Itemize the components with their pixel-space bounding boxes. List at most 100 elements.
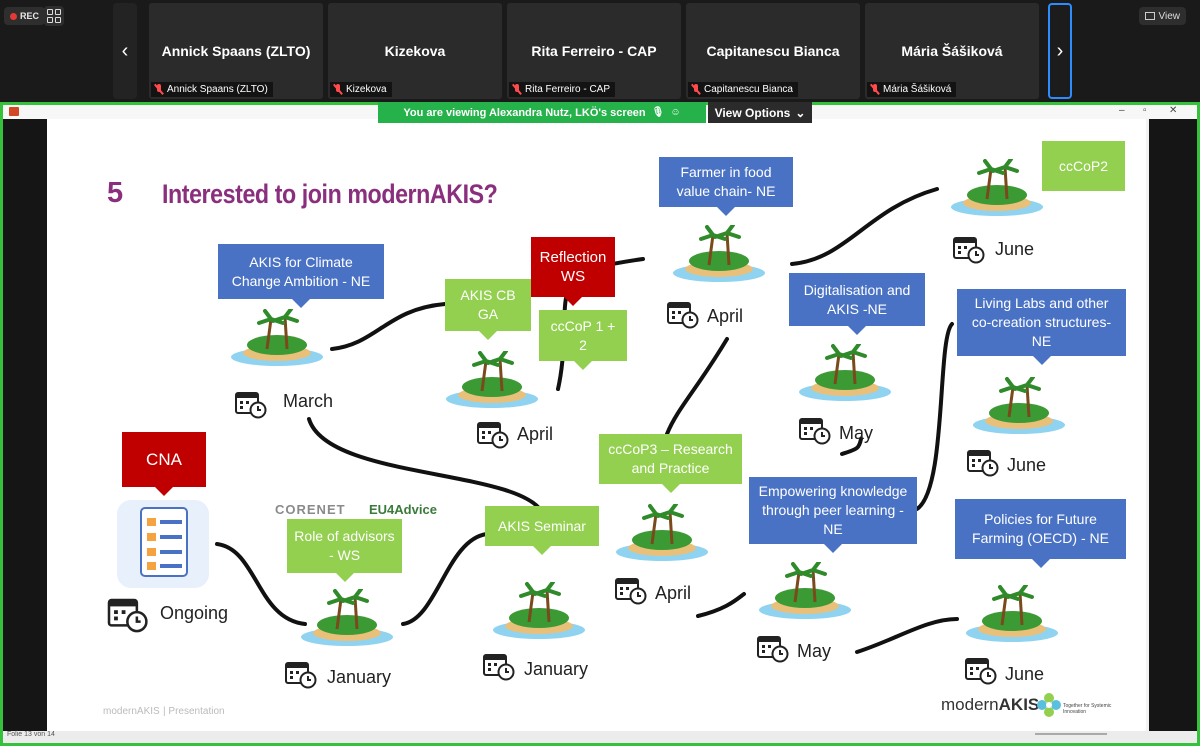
viewing-banner: You are viewing Alexandra Nutz, LKÖ's sc… bbox=[378, 102, 706, 123]
participant-label-text: Kizekova bbox=[346, 84, 387, 95]
month-label: April bbox=[655, 583, 692, 603]
calendar-clock-icon bbox=[967, 450, 999, 477]
letterbox-right bbox=[1149, 119, 1197, 731]
maximize-icon: ▫ bbox=[1143, 105, 1147, 116]
euadvice-logo: EU4Advice bbox=[369, 502, 437, 517]
month-label: June bbox=[1005, 664, 1045, 684]
participant-name: Kizekova bbox=[384, 43, 446, 59]
box-living-labs: Living Labs and other co-creation struct… bbox=[957, 289, 1126, 365]
island-icon bbox=[966, 585, 1058, 642]
checklist-icon bbox=[140, 507, 188, 577]
participant-label-text: Annick Spaans (ZLTO) bbox=[167, 84, 268, 95]
calendar-clock-icon bbox=[757, 636, 789, 663]
slide-title: Interested to join modernAKIS? bbox=[162, 179, 498, 209]
month-label: May bbox=[839, 423, 874, 443]
participant-name: Capitanescu Bianca bbox=[706, 43, 840, 59]
participant-tile[interactable]: Mária Šášiková Mária Šášiková bbox=[865, 3, 1039, 99]
viewing-text: You are viewing Alexandra Nutz, LKÖ's sc… bbox=[403, 106, 646, 119]
calendar-clock-icon bbox=[285, 662, 317, 689]
muted-mic-icon bbox=[691, 84, 701, 95]
view-label: View bbox=[1158, 10, 1181, 22]
month-label: May bbox=[797, 641, 832, 661]
view-options-button[interactable]: View Options ⌄ bbox=[708, 102, 812, 123]
gallery-grid-icon[interactable] bbox=[44, 6, 64, 26]
box-role-of-advisors: Role of advisors - WS bbox=[287, 519, 402, 582]
month-label: June bbox=[1007, 455, 1047, 475]
chevron-down-icon: ⌄ bbox=[795, 105, 806, 120]
footer-tagline: Together for Systemic Innovation bbox=[1063, 703, 1112, 715]
footer-brand: modernAKIS | Presentation bbox=[103, 703, 225, 717]
island-icon bbox=[673, 225, 765, 282]
month-label: June bbox=[995, 239, 1035, 259]
calendar-clock-icon bbox=[477, 422, 509, 449]
month-label: January bbox=[327, 667, 392, 687]
checklist-illustration bbox=[117, 500, 209, 588]
previous-participants-button[interactable]: ‹ bbox=[113, 3, 137, 99]
island-icon bbox=[951, 159, 1043, 216]
participant-name: Mária Šášiková bbox=[901, 43, 1003, 59]
participant-label-text: Rita Ferreiro - CAP bbox=[525, 84, 611, 95]
calendar-clock-icon bbox=[235, 392, 267, 419]
logo-akis: AKIS bbox=[998, 695, 1040, 714]
participant-label: Kizekova bbox=[330, 82, 392, 97]
next-participants-button[interactable]: › bbox=[1048, 3, 1072, 99]
muted-mic-icon bbox=[870, 84, 880, 95]
muted-mic-icon bbox=[154, 84, 164, 95]
chevron-right-icon: › bbox=[1056, 39, 1064, 62]
calendar-clock-icon bbox=[667, 302, 699, 329]
presentation-statusbar: Folie 13 von 14 bbox=[3, 731, 1197, 743]
participant-name: Annick Spaans (ZLTO) bbox=[161, 43, 311, 59]
footer-brand-sub: | Presentation bbox=[163, 706, 225, 717]
slide-counter: Folie 13 von 14 bbox=[7, 731, 55, 738]
minimize-icon: – bbox=[1119, 105, 1125, 116]
muted-mic-icon bbox=[512, 84, 522, 95]
box-cccop3-research: ccCoP3 – Research and Practice bbox=[599, 434, 742, 493]
box-akis-seminar: AKIS Seminar bbox=[485, 506, 599, 555]
box-cccop-1-2: ccCoP 1 + 2 bbox=[539, 310, 627, 370]
island-icon bbox=[446, 351, 538, 408]
muted-mic-icon: 🎙 bbox=[651, 107, 665, 118]
participant-name: Rita Ferreiro - CAP bbox=[531, 43, 657, 59]
participant-tile[interactable]: Annick Spaans (ZLTO) Annick Spaans (ZLTO… bbox=[149, 3, 323, 99]
participant-label: Annick Spaans (ZLTO) bbox=[151, 82, 273, 97]
participant-strip: REC View ‹ Annick Spaans (ZLTO) Annick S… bbox=[0, 0, 1200, 102]
flower-logo-icon bbox=[1037, 693, 1061, 717]
recording-indicator[interactable]: REC bbox=[4, 7, 46, 25]
view-options-label: View Options bbox=[714, 105, 791, 120]
box-cna: CNA bbox=[122, 432, 206, 496]
box-policies-future-farming: Policies for Future Farming (OECD) - NE bbox=[955, 499, 1126, 568]
rec-label: REC bbox=[20, 11, 40, 21]
smile-icon: ☺ bbox=[670, 107, 681, 118]
month-label: March bbox=[283, 391, 334, 411]
calendar-clock-icon bbox=[615, 578, 647, 605]
month-label: Ongoing bbox=[160, 603, 229, 623]
participant-label: Capitanescu Bianca bbox=[688, 82, 798, 97]
box-farmer-food-chain: Farmer in food value chain- NE bbox=[659, 157, 793, 216]
powerpoint-icon bbox=[9, 107, 19, 116]
zoom-slider[interactable] bbox=[1035, 733, 1107, 735]
island-icon bbox=[973, 377, 1065, 434]
box-cccop2: ccCoP2 bbox=[1042, 141, 1125, 191]
month-label: April bbox=[517, 424, 554, 444]
box-akis-climate: AKIS for Climate Change Ambition - NE bbox=[218, 244, 384, 308]
footer-brand-name: modernAKIS bbox=[103, 706, 160, 717]
island-icon bbox=[759, 562, 851, 619]
participant-tile[interactable]: Rita Ferreiro - CAP Rita Ferreiro - CAP bbox=[507, 3, 681, 99]
participant-tile[interactable]: Capitanescu Bianca Capitanescu Bianca bbox=[686, 3, 860, 99]
view-button[interactable]: View bbox=[1138, 7, 1186, 25]
record-dot-icon bbox=[10, 12, 17, 20]
box-reflection-ws: Reflection WS bbox=[531, 237, 615, 306]
letterbox-left bbox=[3, 119, 47, 731]
participant-tile[interactable]: Kizekova Kizekova bbox=[328, 3, 502, 99]
calendar-clock-icon bbox=[799, 418, 831, 445]
view-layout-icon bbox=[1144, 12, 1155, 20]
month-label: January bbox=[524, 659, 589, 679]
island-icon bbox=[616, 504, 708, 561]
island-icon bbox=[231, 309, 323, 366]
calendar-clock-icon bbox=[953, 237, 985, 264]
presentation-slide: 5 Interested to join modernAKIS? bbox=[47, 119, 1146, 733]
island-icon bbox=[799, 344, 891, 401]
chevron-left-icon: ‹ bbox=[121, 39, 129, 62]
modernakis-logo: modernAKIS bbox=[941, 695, 1039, 715]
